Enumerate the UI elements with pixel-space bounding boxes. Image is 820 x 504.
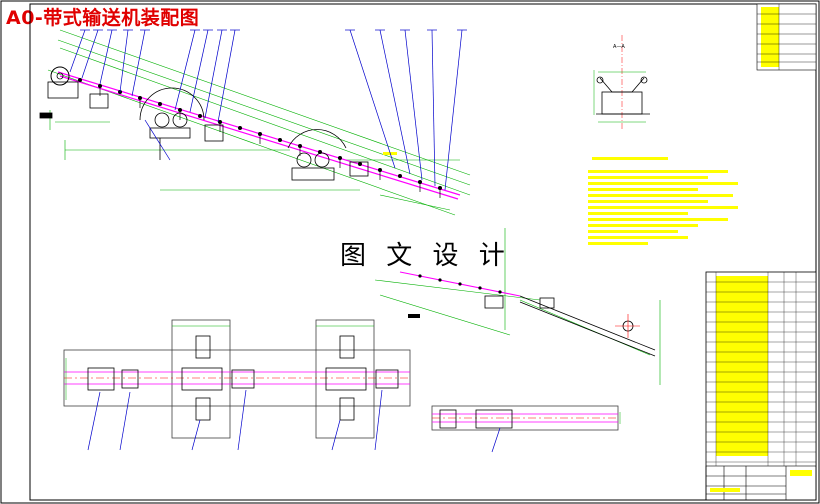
secondary-conveyor-view (374, 228, 661, 385)
title-block (705, 465, 817, 501)
parts-list-table (705, 271, 817, 501)
section-label: A—A (613, 44, 625, 50)
watermark-text: 图 文 设 计 (340, 241, 511, 271)
drawing-title: A0-带式输送机装配图 (6, 7, 200, 29)
head-pulley (50, 66, 70, 86)
dimension-lines (47, 29, 471, 216)
leader-lines (69, 29, 463, 191)
section-a-a-detail: A—A (593, 35, 650, 130)
support-frames (39, 93, 369, 177)
top-right-strip (756, 3, 817, 71)
drive-unit-2 (287, 129, 347, 181)
tail-plan-view (431, 405, 621, 453)
drive-unit-1 (139, 87, 205, 160)
plan-view (63, 319, 411, 451)
main-conveyor-view (39, 29, 471, 216)
plan-leaders (87, 389, 383, 451)
drawing-frame (29, 3, 817, 501)
technical-notes-block (588, 157, 738, 245)
idler-stands (99, 86, 441, 198)
